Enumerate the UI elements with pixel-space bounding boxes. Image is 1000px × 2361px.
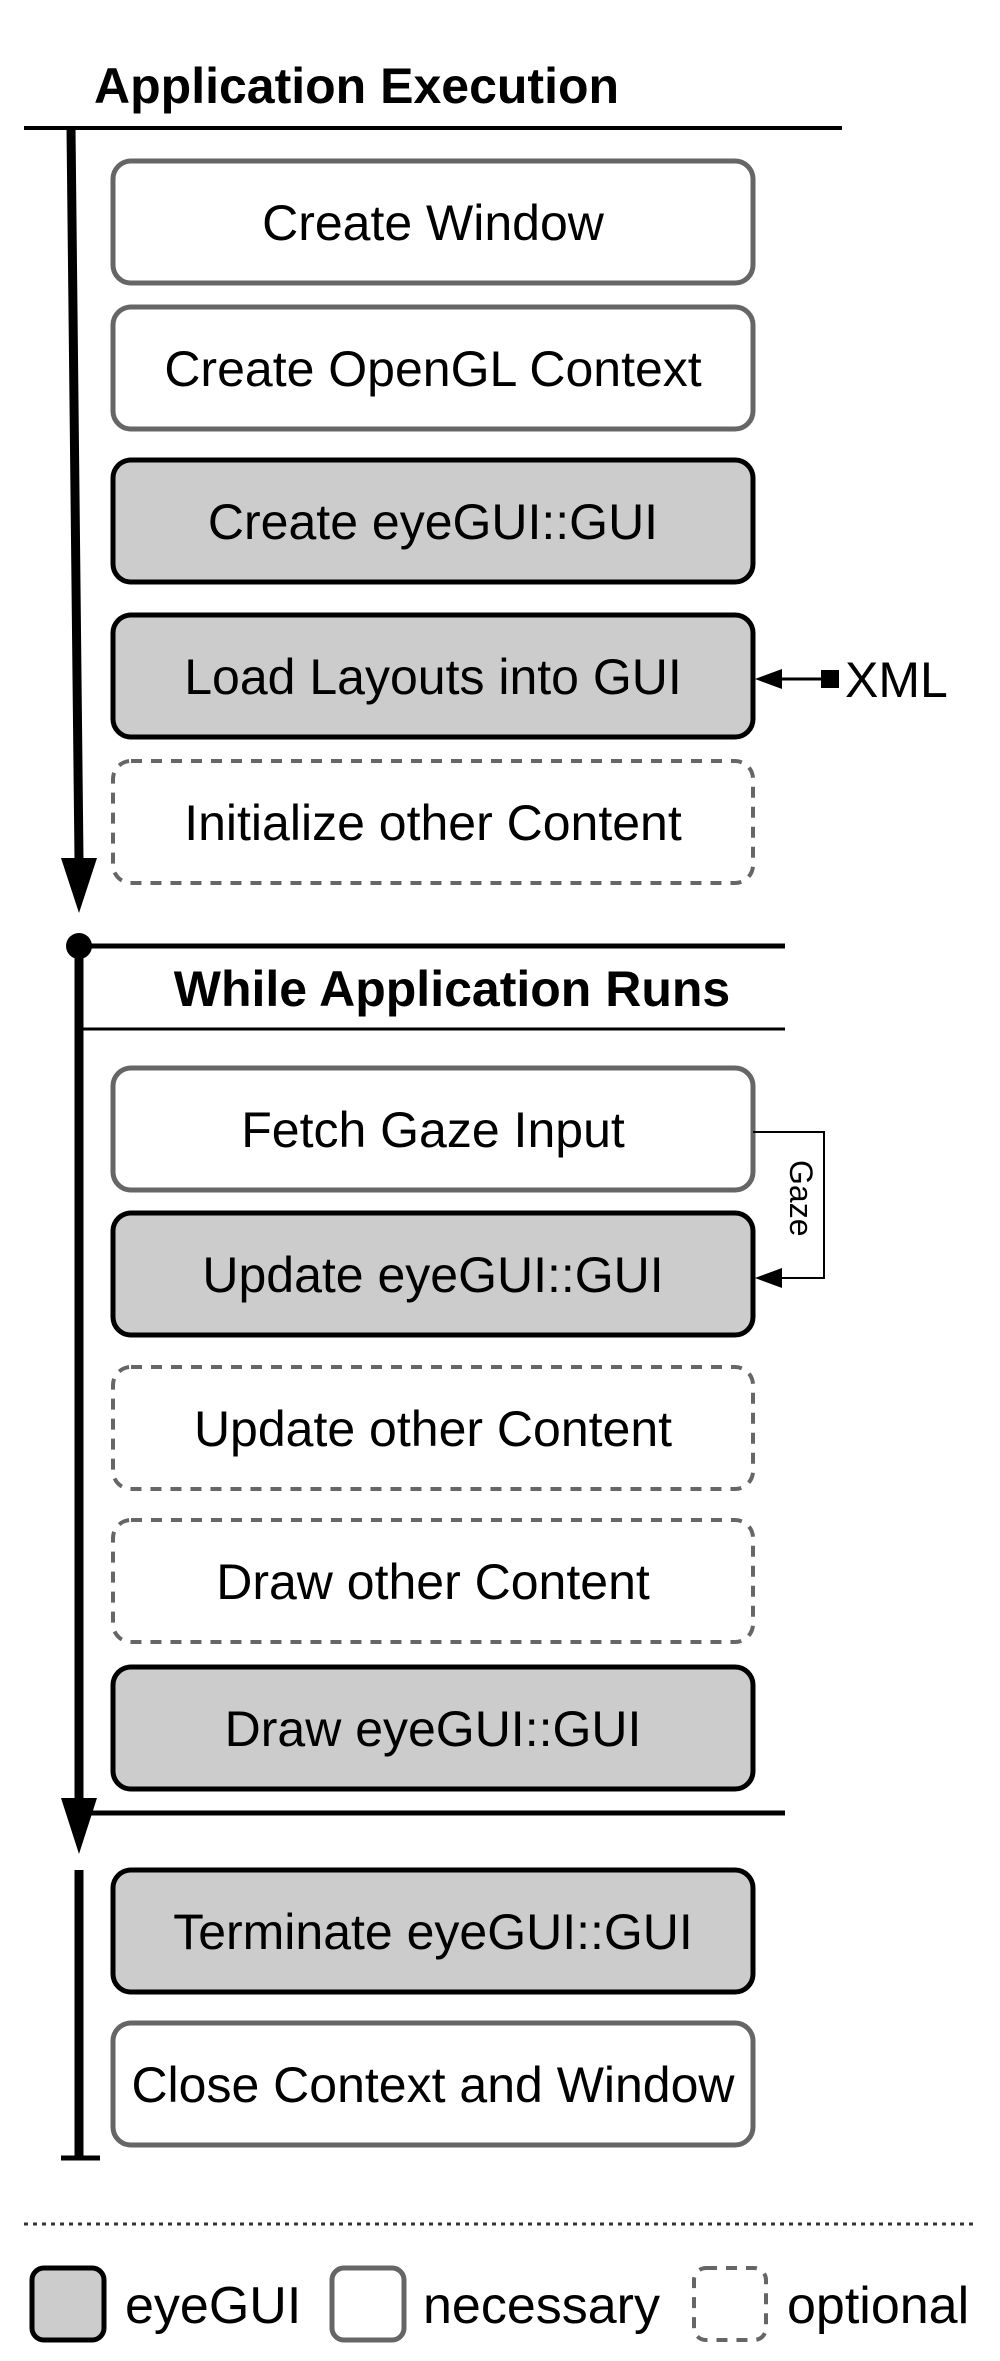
xml-arrowhead: [755, 669, 782, 689]
xml-label: XML: [845, 652, 948, 708]
loop-title: While Application Runs: [174, 961, 730, 1017]
step-label: Update other Content: [194, 1401, 672, 1457]
step-close-context-window: Close Context and Window: [110, 2020, 756, 2148]
step-box: [110, 158, 756, 286]
step-label: Draw eyeGUI::GUI: [225, 1701, 642, 1757]
legend-item-eyegui: eyeGUI: [29, 2265, 301, 2343]
step-update-other-content: Update other Content: [111, 1365, 755, 1491]
step-box: [110, 304, 756, 432]
step-initialize-other-content: Initialize other Content: [111, 759, 755, 885]
step-box: [110, 2020, 756, 2148]
legend-swatch: [329, 2265, 407, 2343]
execution-title: Application Execution: [94, 58, 619, 114]
step-load-layouts: Load Layouts into GUI: [110, 612, 756, 740]
legend: eyeGUI necessary optional: [29, 2265, 969, 2343]
step-label: Load Layouts into GUI: [184, 649, 682, 705]
step-label: Initialize other Content: [184, 795, 682, 851]
step-draw-eyegui: Draw eyeGUI::GUI: [110, 1664, 756, 1792]
legend-swatch: [692, 2266, 768, 2342]
step-box: [110, 1664, 756, 1792]
step-label: Terminate eyeGUI::GUI: [173, 1904, 693, 1960]
gaze-connector: Gaze: [753, 1131, 825, 1288]
step-label: Update eyeGUI::GUI: [202, 1247, 663, 1303]
step-terminate-eyegui: Terminate eyeGUI::GUI: [110, 1867, 756, 1995]
step-label: Draw other Content: [216, 1554, 650, 1610]
legend-item-necessary: necessary: [329, 2265, 660, 2343]
legend-label: eyeGUI: [125, 2277, 301, 2335]
step-draw-other-content: Draw other Content: [111, 1518, 755, 1644]
step-box: [110, 1065, 756, 1193]
step-label: Create Window: [262, 195, 605, 251]
step-label: Create OpenGL Context: [164, 341, 701, 397]
legend-item-optional: optional: [692, 2266, 969, 2342]
step-label: Close Context and Window: [131, 2057, 735, 2113]
execution-arrowhead: [61, 858, 97, 913]
step-label: Create eyeGUI::GUI: [208, 494, 658, 550]
legend-swatch: [29, 2265, 107, 2343]
step-create-opengl-context: Create OpenGL Context: [110, 304, 756, 432]
step-box: [110, 1867, 756, 1995]
legend-label: optional: [787, 2277, 969, 2335]
gaze-arrowhead: [755, 1268, 782, 1288]
xml-input: XML: [755, 652, 948, 708]
execution-timeline: [66, 127, 84, 861]
step-create-eyegui: Create eyeGUI::GUI: [110, 457, 756, 585]
step-box: [110, 612, 756, 740]
step-box: [110, 457, 756, 585]
step-create-window: Create Window: [110, 158, 756, 286]
legend-label: necessary: [423, 2277, 660, 2335]
step-box: [110, 1210, 756, 1338]
gaze-connector-line: [753, 1131, 825, 1279]
step-label: Fetch Gaze Input: [241, 1102, 625, 1158]
loop-arrowhead: [61, 1798, 97, 1854]
step-box: [111, 1365, 755, 1491]
steps: Create Window Create OpenGL Context Crea…: [110, 158, 756, 2148]
gaze-label: Gaze: [783, 1160, 819, 1236]
step-update-eyegui: Update eyeGUI::GUI: [110, 1210, 756, 1338]
xml-source-square: [821, 670, 839, 688]
step-box: [111, 759, 755, 885]
step-box: [111, 1518, 755, 1644]
step-fetch-gaze-input: Fetch Gaze Input: [110, 1065, 756, 1193]
